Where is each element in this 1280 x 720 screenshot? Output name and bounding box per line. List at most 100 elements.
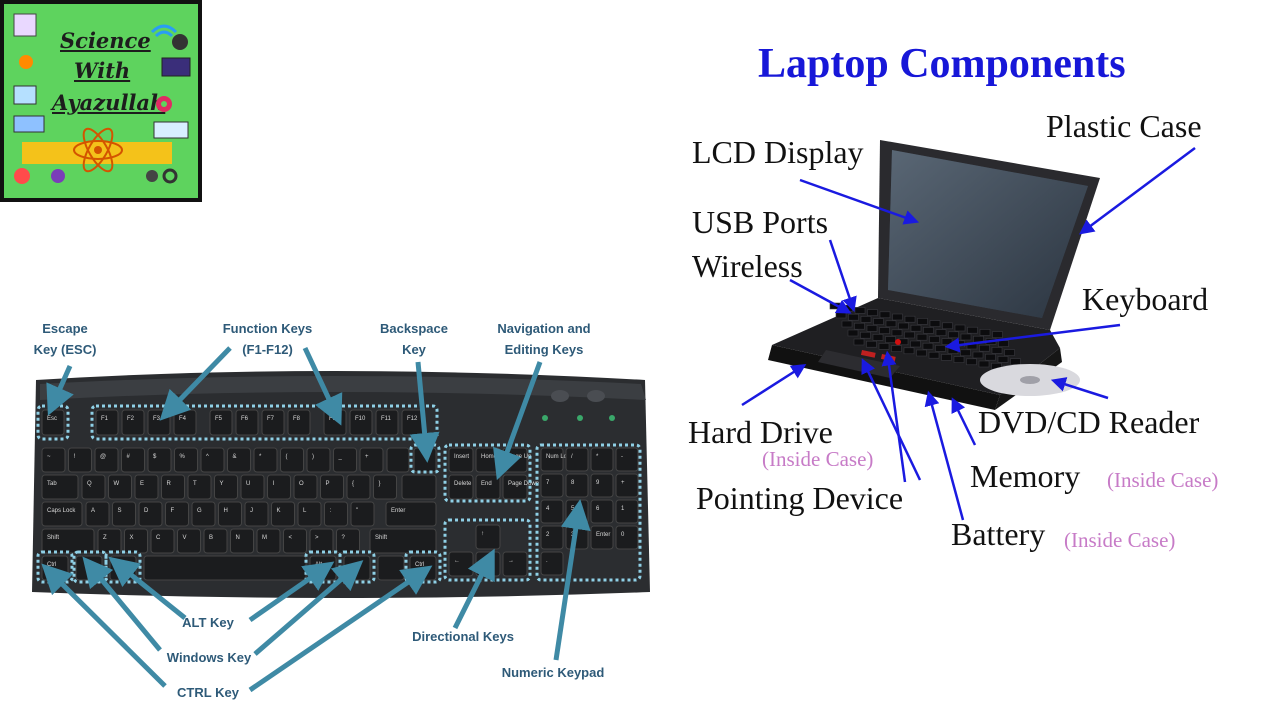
key-right-label: → xyxy=(508,558,514,564)
arrow-escape xyxy=(46,364,74,416)
key-numpad xyxy=(540,551,564,576)
key-up xyxy=(475,524,501,550)
laptop-key xyxy=(916,333,928,341)
key-nav xyxy=(475,474,501,500)
key-row3 xyxy=(138,501,163,527)
laptop-key xyxy=(985,353,996,361)
key-numpad xyxy=(590,525,614,550)
key-row5-label: Ctrl xyxy=(415,562,424,568)
key-row4 xyxy=(124,528,148,554)
laptop-key xyxy=(929,336,940,343)
key-numpad-label: 0 xyxy=(621,532,625,538)
key-numpad-label: 6 xyxy=(596,506,600,512)
key-row1-extra xyxy=(386,447,410,473)
key-row1-label: ! xyxy=(74,454,76,460)
laptop-key xyxy=(879,311,891,319)
label-navigation: Navigation and Editing Keys xyxy=(488,318,600,360)
label-dvd: DVD/CD Reader xyxy=(978,404,1200,440)
key-row2-label: W xyxy=(114,481,120,487)
key-row5 xyxy=(143,555,307,581)
laptop-key xyxy=(904,331,915,339)
label-windows: Windows Key xyxy=(166,650,252,665)
globe-icon xyxy=(172,34,188,50)
laptop-icon xyxy=(161,57,191,77)
label-keyboard: Keyboard xyxy=(1082,281,1209,317)
laptop-key xyxy=(835,311,847,319)
key-row4 xyxy=(203,528,228,554)
key-f5 xyxy=(209,409,233,436)
label-pointing: Pointing Device xyxy=(696,480,904,516)
key-row4-label: Shift xyxy=(375,535,387,541)
label-escape-line1: Escape xyxy=(42,321,88,336)
laptop-key xyxy=(972,351,984,359)
key-row3-label: L xyxy=(303,508,307,514)
key-numpad xyxy=(590,473,614,498)
laptop-key xyxy=(867,309,878,316)
label-usb: USB Ports xyxy=(692,204,829,240)
key-numpad xyxy=(615,499,639,524)
logo: Science With Ayazullah xyxy=(0,0,202,202)
globe-icon-2 xyxy=(14,168,30,184)
key-row2 xyxy=(187,474,212,500)
key-numpad xyxy=(540,473,564,498)
laptop-key xyxy=(953,356,965,363)
arrow-windows-right xyxy=(253,560,364,656)
key-f10-label: F10 xyxy=(355,416,366,422)
key-row3 xyxy=(244,501,269,527)
arrow-wireless xyxy=(789,278,852,314)
laptop-key xyxy=(942,322,953,330)
key-up-label: ↑ xyxy=(481,531,484,537)
key-row3-label: G xyxy=(197,508,202,514)
key-f3 xyxy=(147,409,171,436)
key-f4 xyxy=(173,409,197,436)
key-f1-label: F1 xyxy=(101,416,109,422)
arrow-dvd xyxy=(1050,377,1109,400)
key-row3-label: Caps Lock xyxy=(47,508,76,514)
key-row2-label: I xyxy=(273,481,275,487)
pointing-stick xyxy=(895,339,901,345)
key-row3 xyxy=(350,501,375,527)
laptop-key xyxy=(954,324,966,332)
laptop-key xyxy=(854,322,865,330)
key-row1 xyxy=(359,447,384,473)
key-row4-label: < xyxy=(289,535,293,541)
keyboard-arrows xyxy=(41,346,591,693)
laptop-key xyxy=(917,318,928,325)
label-escape: Escape Key (ESC) xyxy=(30,318,100,360)
navigation-highlight xyxy=(443,443,532,503)
laptop-key xyxy=(923,327,934,334)
laptop-key xyxy=(928,351,940,359)
key-numpad xyxy=(615,447,639,472)
arrow-alt-right xyxy=(248,561,335,623)
key-f9-label: F9 xyxy=(329,416,337,422)
laptop-key xyxy=(866,340,877,348)
key-row1-label: & xyxy=(233,454,237,460)
key-row1-label: ^ xyxy=(206,454,209,460)
label-navigation-line1: Navigation and xyxy=(497,321,591,336)
key-f12-label: F12 xyxy=(407,416,418,422)
key-f8 xyxy=(287,409,311,436)
key-row1-label: @ xyxy=(100,454,106,460)
laptop-key xyxy=(841,320,853,328)
laptop-key xyxy=(935,329,947,336)
laptop-key xyxy=(998,340,1009,347)
laptop-key xyxy=(904,315,916,323)
arrow-ctrl-left xyxy=(41,563,167,688)
key-numpad xyxy=(540,447,564,472)
laptop-key xyxy=(992,331,1003,338)
laptop-key xyxy=(1010,358,1021,365)
atom-icon xyxy=(73,127,123,173)
arrow-directional xyxy=(452,548,495,630)
key-row3-label: A xyxy=(91,508,95,514)
key-right xyxy=(502,551,528,577)
label-function-keys: Function Keys (F1-F12) xyxy=(210,318,325,360)
key-row4-label: > xyxy=(315,535,319,541)
key-row1-label: # xyxy=(127,454,131,460)
label-numeric: Numeric Keypad xyxy=(501,665,605,680)
key-numpad-label: * xyxy=(596,454,599,460)
key-row3-label: F xyxy=(171,508,175,514)
key-row4-label: Z xyxy=(103,535,107,541)
key-nav-label: Insert xyxy=(454,454,469,460)
key-numpad xyxy=(615,473,639,498)
laptop-key xyxy=(978,360,990,368)
